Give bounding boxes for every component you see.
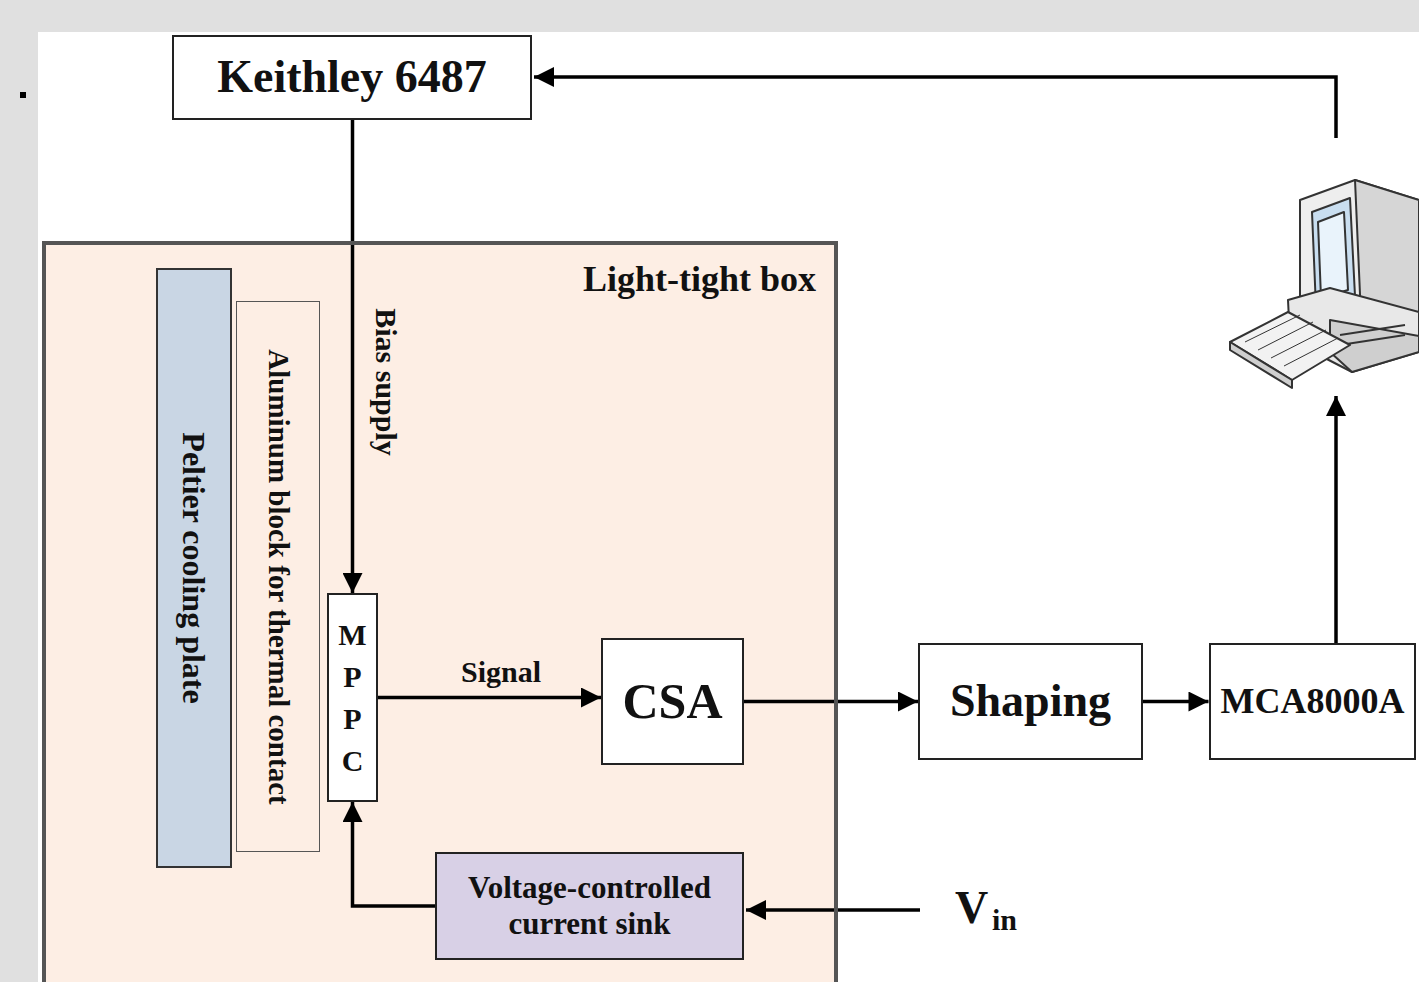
enclosure-box: Light-tight boxPeltier cooling plate Alum… (42, 241, 838, 982)
node-text: MPPC (338, 614, 368, 782)
control-wire (534, 77, 1336, 138)
edge-label: Signal (461, 655, 541, 688)
node-text: Peltier cooling plate (176, 288, 213, 848)
stray-dot (20, 92, 26, 98)
data-wire (1334, 396, 1338, 643)
shaping-box: Shaping (918, 643, 1143, 760)
signal-name: V (955, 883, 988, 934)
box-fill-layer (42, 241, 838, 982)
amplifier-box: CSA (601, 638, 744, 765)
node-text: Keithley 6487 (217, 51, 487, 104)
cooling-plate: Peltier cooling plate (156, 268, 232, 868)
detector-box: MPPC (327, 593, 378, 802)
node-text: CSA (622, 673, 722, 731)
edge-label: Bias supply (370, 308, 403, 456)
node-text: Light-tight box (583, 259, 816, 300)
instrument-box: Keithley 6487 (172, 35, 532, 120)
node-text: MCA8000A (1221, 681, 1405, 722)
signal-subscript: in (992, 903, 1017, 936)
enclosure-fill (42, 241, 838, 982)
connector-arrow (1143, 700, 1209, 704)
computer-icon (1230, 180, 1419, 388)
node-text: Shaping (950, 675, 1111, 728)
connector-arrow (353, 802, 436, 906)
connector-arrow (378, 696, 601, 700)
node-text: Voltage-controlled current sink (437, 870, 742, 941)
current-sink-box: Voltage-controlled current sink (435, 852, 744, 960)
connector-arrow (744, 700, 918, 704)
analyzer-box: MCA8000A (1209, 643, 1417, 760)
thermal-block: Aluminum block for thermal contact (236, 301, 320, 852)
input-wire (746, 908, 920, 912)
connector-arrow (351, 120, 355, 593)
node-text: Aluminum block for thermal contact (261, 347, 294, 807)
